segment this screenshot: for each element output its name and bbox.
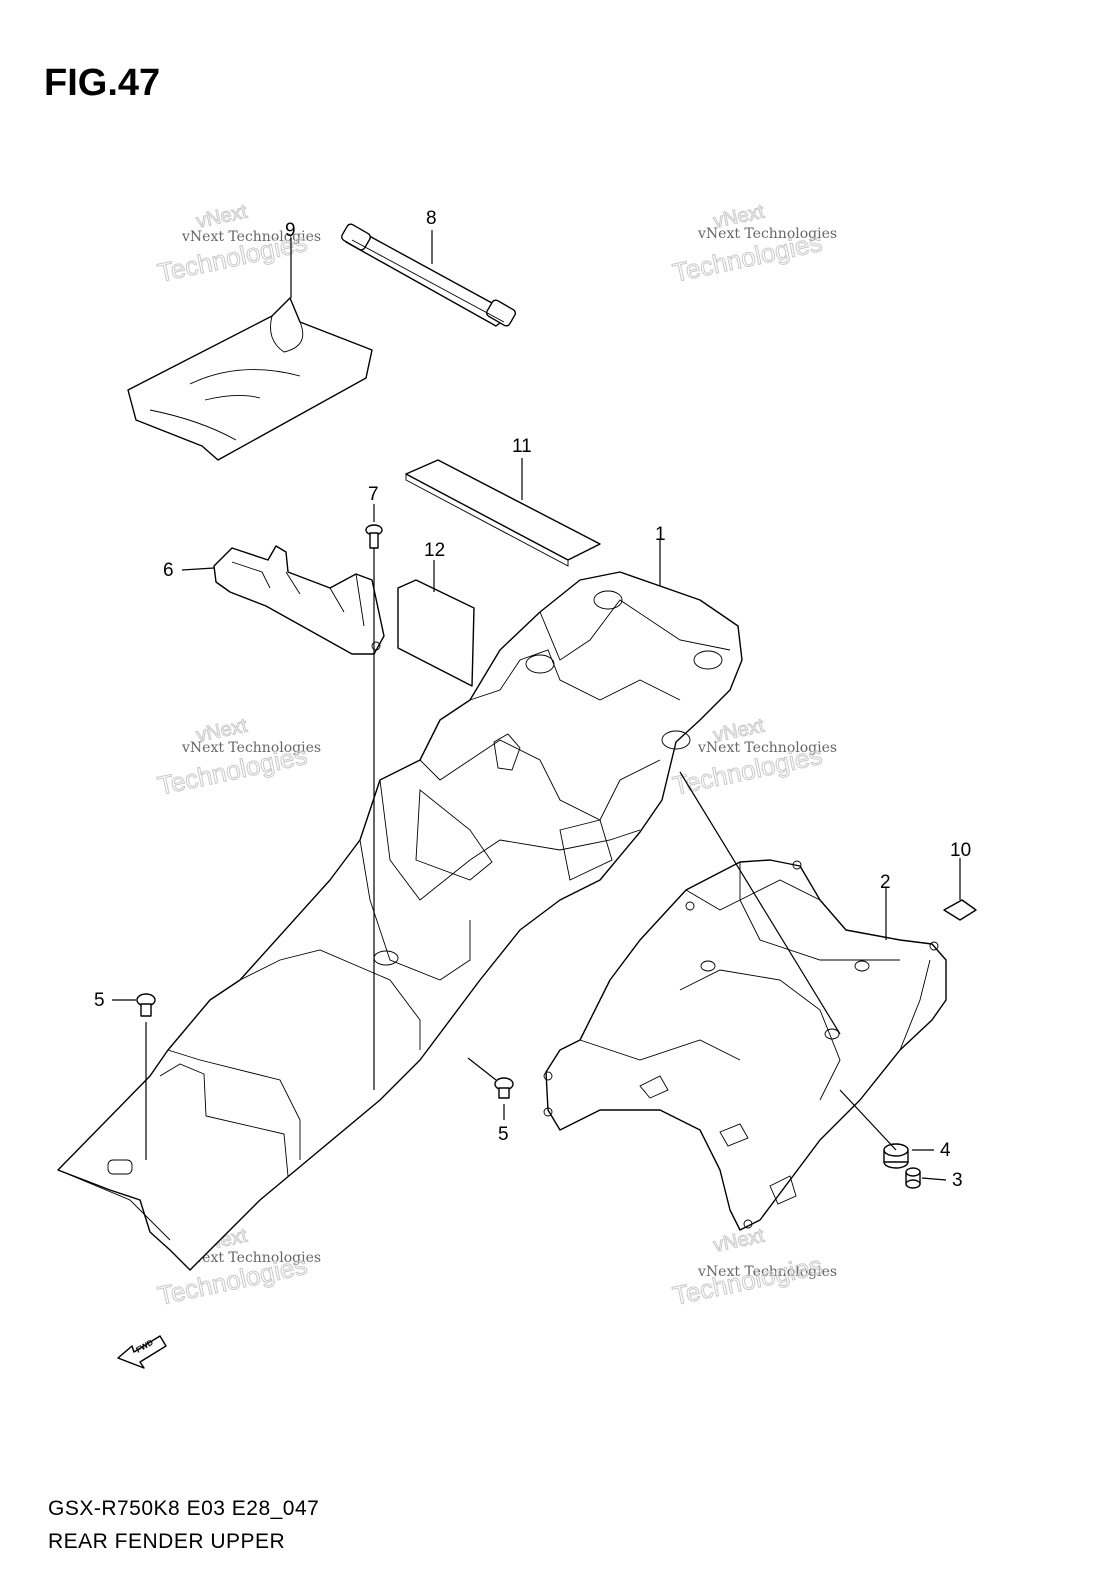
callout-6: 6 xyxy=(163,560,174,581)
part-collar-3 xyxy=(905,1167,921,1189)
part-screw-7 xyxy=(365,524,383,549)
watermark-small: vNext Technologies xyxy=(181,229,321,245)
part-rear-fender-1 xyxy=(57,571,743,1271)
watermark-small: vNext Technologies xyxy=(697,1264,837,1280)
watermark-small: vNext Technologies xyxy=(697,740,837,756)
watermark-mid-left: vNext vNext Technologies Technologies xyxy=(155,714,322,801)
callout-10: 10 xyxy=(950,840,971,861)
watermark-bottom-right: vNext vNext Technologies Technologies xyxy=(670,1224,838,1311)
watermark-small: vNext Technologies xyxy=(697,226,837,242)
watermark-small: vNext Technologies xyxy=(181,740,321,756)
part-strap-8 xyxy=(341,223,516,327)
callout-12: 12 xyxy=(424,540,445,561)
watermark-small: vNext Technologies xyxy=(181,1250,321,1266)
part-bracket-6 xyxy=(213,545,385,655)
callout-5-center: 5 xyxy=(498,1124,509,1145)
diagram-name: REAR FENDER UPPER xyxy=(48,1530,286,1553)
callout-1: 1 xyxy=(655,524,666,545)
callout-7: 7 xyxy=(368,484,379,505)
callout-11: 11 xyxy=(512,436,532,457)
part-bolt-5-left xyxy=(136,993,156,1017)
watermark-mid-right: vNext vNext Technologies Technologies xyxy=(670,714,838,801)
callout-8: 8 xyxy=(426,208,437,229)
fwd-arrow-icon: FWD xyxy=(117,1335,167,1369)
leader-lines xyxy=(112,230,961,1181)
callouts: 8 9 11 7 6 12 1 10 2 5 5 4 3 xyxy=(94,208,971,1191)
part-lower-fender-2 xyxy=(543,859,947,1231)
callout-3: 3 xyxy=(952,1170,963,1191)
part-pad-10 xyxy=(943,899,977,921)
callout-4: 4 xyxy=(940,1140,951,1161)
part-pad-12 xyxy=(397,579,475,687)
part-bag-9 xyxy=(127,297,373,461)
part-grommet-4 xyxy=(883,1143,909,1169)
watermark-top-left: vNext vNext Technologies Technologies xyxy=(155,200,322,288)
part-pad-11 xyxy=(405,459,601,567)
figure-title: FIG.47 xyxy=(44,62,161,104)
part-bolt-5-center xyxy=(494,1077,514,1099)
watermark-top-right: vNext vNext Technologies Technologies xyxy=(670,200,838,288)
callout-5-left: 5 xyxy=(94,990,105,1011)
callout-2: 2 xyxy=(880,872,891,893)
watermark-big-bottom: Technologies xyxy=(670,1250,825,1311)
diagram-code: GSX-R750K8 E03 E28_047 xyxy=(48,1497,320,1520)
callout-9: 9 xyxy=(285,220,296,241)
